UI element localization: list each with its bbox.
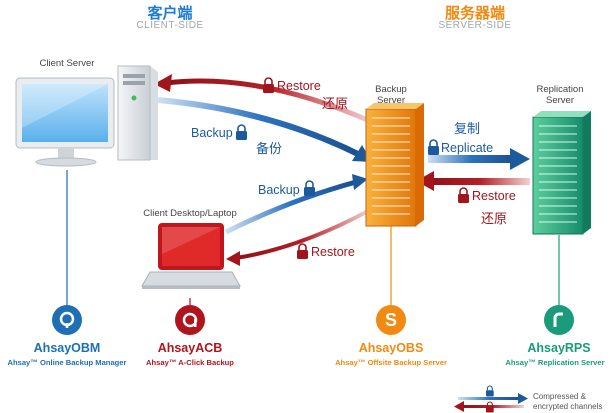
- lock-icon-restore-rps: [458, 187, 469, 203]
- lock-icon-legend-red: [486, 401, 494, 413]
- ahsayrps-name: AhsayRPS: [527, 341, 591, 355]
- ahsayobm-desc: Ahsay™ Online Backup Manager: [7, 358, 127, 367]
- ahsayobs-logo: S: [376, 305, 406, 335]
- lock-icon-restore-laptop: [297, 243, 308, 259]
- backup-arrow-laptop: [224, 179, 357, 235]
- ahsayobs-name: AhsayOBS: [358, 341, 424, 355]
- ahsayobm-logo: [52, 305, 82, 335]
- replicate-label: Replicate: [441, 141, 494, 155]
- backup-label-top: Backup: [191, 126, 233, 140]
- replication-server-label-2: Server: [546, 95, 574, 106]
- connector-lines: [66, 170, 560, 305]
- restore-label-top-cn: 还原: [322, 96, 349, 111]
- restore-label-top: Restore: [277, 79, 321, 93]
- replicate-label-cn: 复制: [454, 121, 481, 136]
- restore-arrow-laptop: [235, 208, 371, 260]
- legend-text-2: encrypted channels: [533, 402, 603, 411]
- acb-glyph-icon: [182, 312, 198, 328]
- backup-server-rack: [365, 103, 424, 227]
- laptop: [141, 223, 241, 289]
- replication-server-label-1: Replication: [536, 84, 584, 95]
- backup-label-laptop: Backup: [258, 183, 300, 197]
- ahsayacb-logo: [175, 305, 205, 335]
- legend-text-1: Compressed &: [533, 392, 586, 401]
- obm-glyph-icon: [59, 311, 75, 328]
- obs-glyph-icon: S: [384, 309, 397, 330]
- replication-server-rack: [532, 111, 591, 235]
- client-server-tower: [117, 65, 158, 161]
- client-desktop-label: Client Desktop/Laptop: [143, 208, 237, 219]
- ahsayobm-name: AhsayOBM: [33, 341, 101, 355]
- ahsayobs-desc: Ahsay™ Offsite Backup Server: [335, 358, 447, 367]
- ahsayacb-desc: Ahsay™ A-Click Backup: [146, 358, 234, 367]
- client-server-label: Client Server: [39, 58, 95, 69]
- server-side-title-cn: 服务器端: [444, 5, 505, 22]
- backup-label-top-cn: 备份: [256, 141, 283, 156]
- lock-icon-legend-blue: [486, 385, 494, 397]
- client-side-title-cn: 客户端: [147, 5, 193, 22]
- ahsayrps-logo: [544, 305, 574, 335]
- ahsayrps-desc: Ahsay™ Replication Server: [505, 358, 605, 367]
- lock-icon-restore-top: [263, 77, 274, 93]
- client-side-title-en: CLIENT-SIDE: [136, 20, 204, 31]
- lock-icon-backup-top: [236, 124, 247, 140]
- restore-arrow-rps: [430, 178, 530, 185]
- lock-icons: [236, 77, 494, 413]
- backup-arrow-top: [157, 97, 362, 158]
- restore-label-laptop: Restore: [311, 245, 355, 259]
- restore-label-rps: Restore: [472, 189, 516, 203]
- backup-server-label-1: Backup: [375, 84, 407, 95]
- restore-label-rps-cn: 还原: [481, 211, 508, 226]
- client-server-monitor: [15, 77, 115, 167]
- lock-icon-backup-laptop: [304, 180, 315, 196]
- replicate-arrow: [428, 155, 514, 163]
- backup-server-label-2: Server: [377, 95, 405, 106]
- ahsayacb-name: AhsayACB: [157, 341, 223, 355]
- rps-glyph-icon: [553, 312, 563, 327]
- lock-icon-replicate: [428, 139, 439, 155]
- server-side-title-en: SERVER-SIDE: [438, 20, 512, 31]
